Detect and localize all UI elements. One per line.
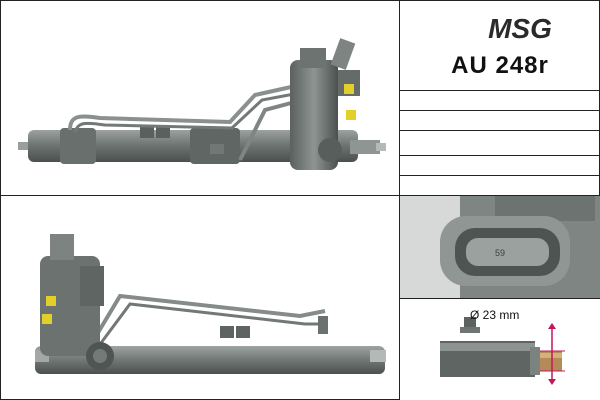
- brand-logo: MSG: [450, 8, 590, 48]
- part-number: AU 248r: [451, 52, 549, 79]
- spec-line-1: [399, 90, 600, 91]
- rack-end-detail-photo: [400, 299, 600, 400]
- spec-line-5: [399, 175, 600, 176]
- bottom-rack-photo: [0, 196, 399, 400]
- detail-divider: [399, 298, 600, 299]
- diameter-label: Ø 23 mm: [470, 308, 520, 322]
- spec-line-2: [399, 110, 600, 111]
- top-rack-photo: [0, 0, 399, 195]
- spec-line-4: [399, 155, 600, 156]
- spec-line-3: [399, 130, 600, 131]
- port-detail-photo: 59: [400, 196, 600, 298]
- housing-stamp: 59: [495, 248, 505, 258]
- brand-logo-text: MSG: [488, 13, 552, 44]
- column-divider: [399, 0, 400, 400]
- row-divider: [0, 195, 600, 196]
